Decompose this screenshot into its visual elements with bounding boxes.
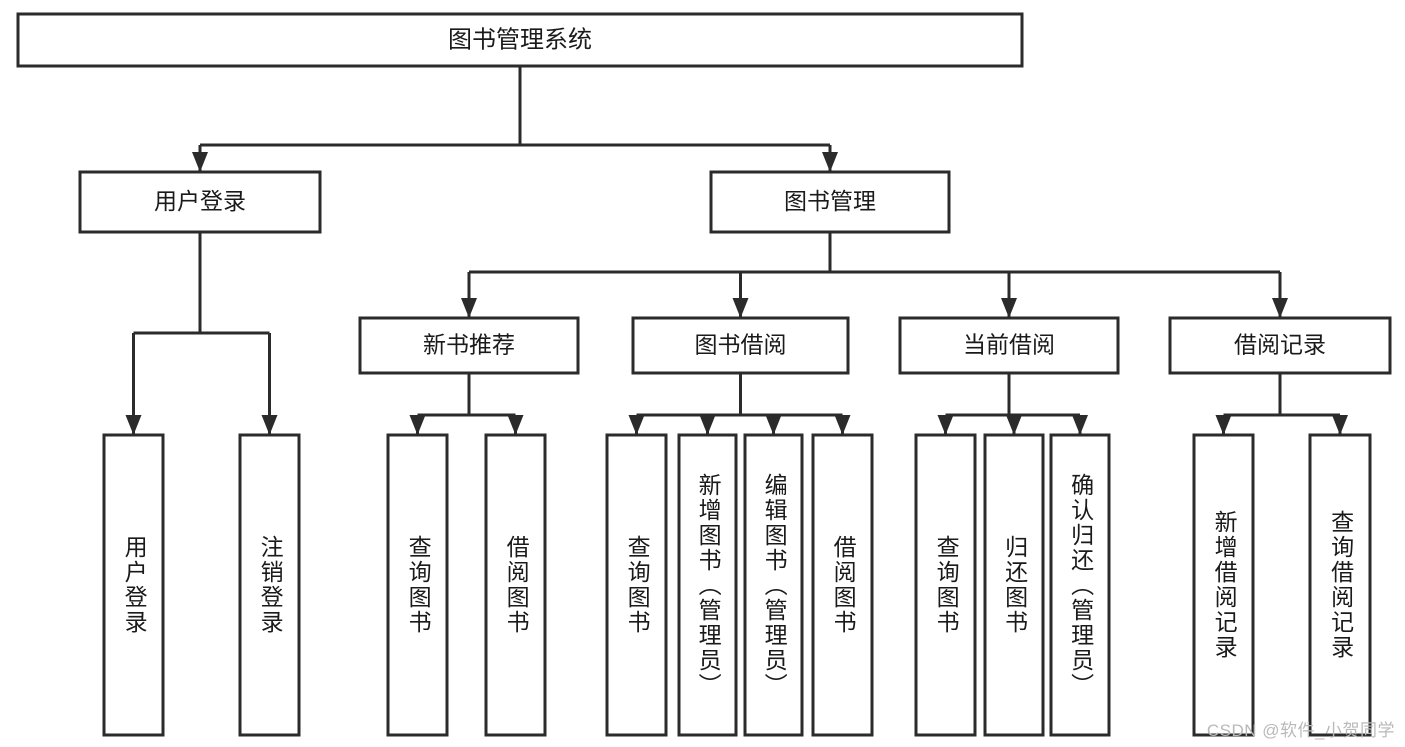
bookmgmt-to-level3-arrowhead-2 <box>1001 298 1017 318</box>
level3-1-to-leaves-arrowhead-3 <box>834 415 851 435</box>
level3-1-to-leaves-arrowhead-1 <box>699 415 716 435</box>
bookmgmt-to-level3-arrowhead-1 <box>732 298 749 318</box>
level3-3-to-leaves-arrowhead-0 <box>1215 415 1232 435</box>
node-box-level3-0[interactable] <box>358 316 580 375</box>
node-label-level3-1: 图书借阅 <box>695 332 787 358</box>
level3-1-to-leaves-arrowhead-0 <box>628 415 645 435</box>
node-box-leaf-5[interactable] <box>677 433 738 737</box>
level3-3-to-leaves-arrowhead-1 <box>1332 415 1348 435</box>
node-box-leaf-7[interactable] <box>811 433 874 737</box>
node-box-leaf-3[interactable] <box>484 433 547 737</box>
level3-2-to-leaves-arrowhead-1 <box>1006 415 1022 435</box>
node-box-level2-1[interactable] <box>709 170 951 234</box>
node-box-leaf-6[interactable] <box>743 433 804 737</box>
node-box-leaf-11[interactable] <box>1192 433 1255 737</box>
node-label-level3-3: 借阅记录 <box>1234 332 1326 358</box>
connector-layer <box>125 66 1348 435</box>
node-label-level2-1: 图书管理 <box>784 188 876 214</box>
node-box-leaf-8[interactable] <box>914 433 977 737</box>
level3-1-to-leaves-arrowhead-2 <box>765 415 782 435</box>
node-box-layer <box>16 12 1392 737</box>
node-label-level3-2: 当前借阅 <box>963 332 1055 358</box>
level3-2-to-leaves-arrowhead-0 <box>937 415 954 435</box>
node-box-leaf-9[interactable] <box>983 433 1045 737</box>
node-box-root[interactable] <box>16 12 1024 68</box>
level3-0-to-leaves-arrowhead-0 <box>409 415 426 435</box>
level3-2-to-leaves-arrowhead-2 <box>1072 415 1088 435</box>
node-box-level2-0[interactable] <box>78 170 322 234</box>
userlogin-to-leaves-arrowhead-1 <box>261 415 278 435</box>
node-box-leaf-0[interactable] <box>102 433 165 737</box>
root-to-level2-arrowhead-1 <box>822 152 838 172</box>
node-box-level3-2[interactable] <box>898 316 1120 375</box>
bookmgmt-to-level3-arrowhead-0 <box>461 298 477 318</box>
node-label-level3-0: 新书推荐 <box>423 332 515 358</box>
node-box-leaf-2[interactable] <box>386 433 449 737</box>
bookmgmt-to-level3-arrowhead-3 <box>1272 298 1288 318</box>
node-box-leaf-4[interactable] <box>605 433 668 737</box>
root-to-level2-arrowhead-0 <box>192 152 208 172</box>
level3-0-to-leaves-arrowhead-1 <box>507 415 524 435</box>
node-box-level3-3[interactable] <box>1168 316 1392 375</box>
node-box-leaf-12[interactable] <box>1308 433 1372 737</box>
node-box-leaf-10[interactable] <box>1049 433 1111 737</box>
node-label-root: 图书管理系统 <box>448 26 592 53</box>
node-box-level3-1[interactable] <box>631 316 850 375</box>
watermark-text: CSDN @软件_小贺同学 <box>1206 721 1395 740</box>
node-label-level2-0: 用户登录 <box>154 188 246 214</box>
node-box-leaf-1[interactable] <box>238 433 301 737</box>
userlogin-to-leaves-arrowhead-0 <box>125 415 142 435</box>
